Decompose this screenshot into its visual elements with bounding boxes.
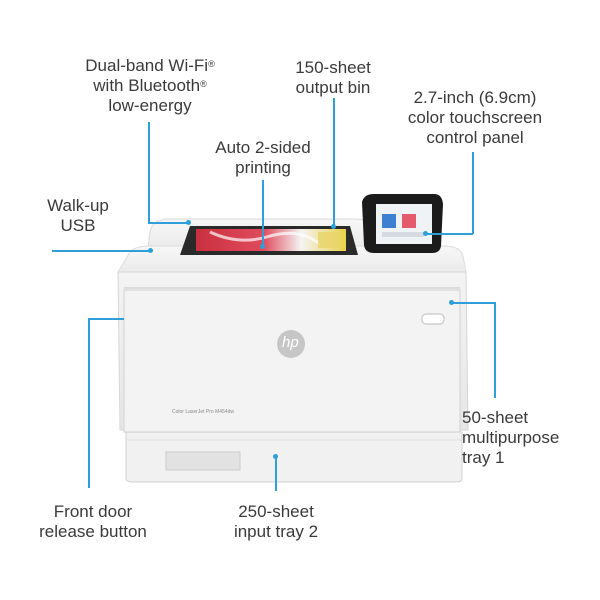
printer-model-text: Color LaserJet Pro M454dw <box>172 409 234 415</box>
duplex-leader-v <box>262 180 264 246</box>
wifi-callout-line3: low-energy <box>108 96 192 115</box>
input-tray-leader-v <box>275 456 277 491</box>
wifi-leader-h <box>148 222 188 224</box>
mp-tray-latch <box>421 313 445 325</box>
touchscreen-leader-dot <box>423 231 428 236</box>
mp-tray-callout-line1: 50-sheet <box>462 408 529 427</box>
output-bin-callout: 150-sheet output bin <box>278 58 388 98</box>
usb-leader-dot <box>148 248 153 253</box>
front-door-leader-v <box>88 318 90 488</box>
tray-handle <box>165 451 241 471</box>
input-tray-leader-dot <box>273 454 278 459</box>
printed-page <box>196 229 346 251</box>
output-bin-callout-line2: output bin <box>295 78 371 97</box>
input-tray-callout-line2: input tray 2 <box>233 522 319 541</box>
front-door-panel <box>123 289 461 433</box>
touchscreen-callout-line3: control panel <box>426 128 524 147</box>
hp-logo-text: hp <box>282 334 299 351</box>
input-tray-callout-line1: 250-sheet <box>238 502 314 521</box>
mp-tray-leader-v <box>494 302 496 398</box>
duplex-leader-dot <box>260 244 265 249</box>
touchscreen-leader-v <box>472 152 474 234</box>
wifi-leader-v <box>148 122 150 223</box>
wifi-leader-dot <box>186 220 191 225</box>
usb-callout-line1: Walk-up <box>47 196 109 215</box>
mp-tray-callout-line3: tray 1 <box>462 448 505 467</box>
duplex-callout-line2: printing <box>235 158 291 177</box>
touchscreen-leader-h <box>426 233 473 235</box>
input-tray-callout: 250-sheet input tray 2 <box>218 502 334 542</box>
wifi-callout-line2: with Bluetooth <box>93 76 201 95</box>
front-door-leader-h <box>88 318 124 320</box>
output-bin-leader-dot <box>331 224 336 229</box>
mp-tray-leader-h <box>452 302 495 304</box>
mp-tray-callout-line2: multipurpose <box>462 428 560 447</box>
duplex-callout-line1: Auto 2-sided <box>215 138 311 157</box>
wifi-callout: Dual-band Wi-Fi® with Bluetooth® low-ene… <box>75 56 225 116</box>
duplex-callout: Auto 2-sided printing <box>208 138 318 178</box>
touchscreen-callout: 2.7-inch (6.9cm) color touchscreen contr… <box>400 88 550 148</box>
hp-logo-icon <box>277 330 305 358</box>
front-door-callout-line1: Front door <box>53 502 133 521</box>
touchscreen-callout-line1: 2.7-inch (6.9cm) <box>413 88 537 107</box>
usb-callout-line2: USB <box>60 216 96 235</box>
output-bin-callout-line1: 150-sheet <box>295 58 371 77</box>
front-door-callout-line2: release button <box>39 522 147 541</box>
mp-tray-leader-dot <box>449 300 454 305</box>
output-bin-leader-v <box>333 98 335 226</box>
wifi-callout-line1: Dual-band Wi-Fi <box>85 56 209 75</box>
usb-leader-h <box>52 250 150 252</box>
touchscreen-callout-line2: color touchscreen <box>407 108 543 127</box>
front-door-callout: Front door release button <box>24 502 162 542</box>
mp-tray-callout: 50-sheet multipurpose tray 1 <box>462 408 592 468</box>
usb-callout: Walk-up USB <box>36 196 120 236</box>
